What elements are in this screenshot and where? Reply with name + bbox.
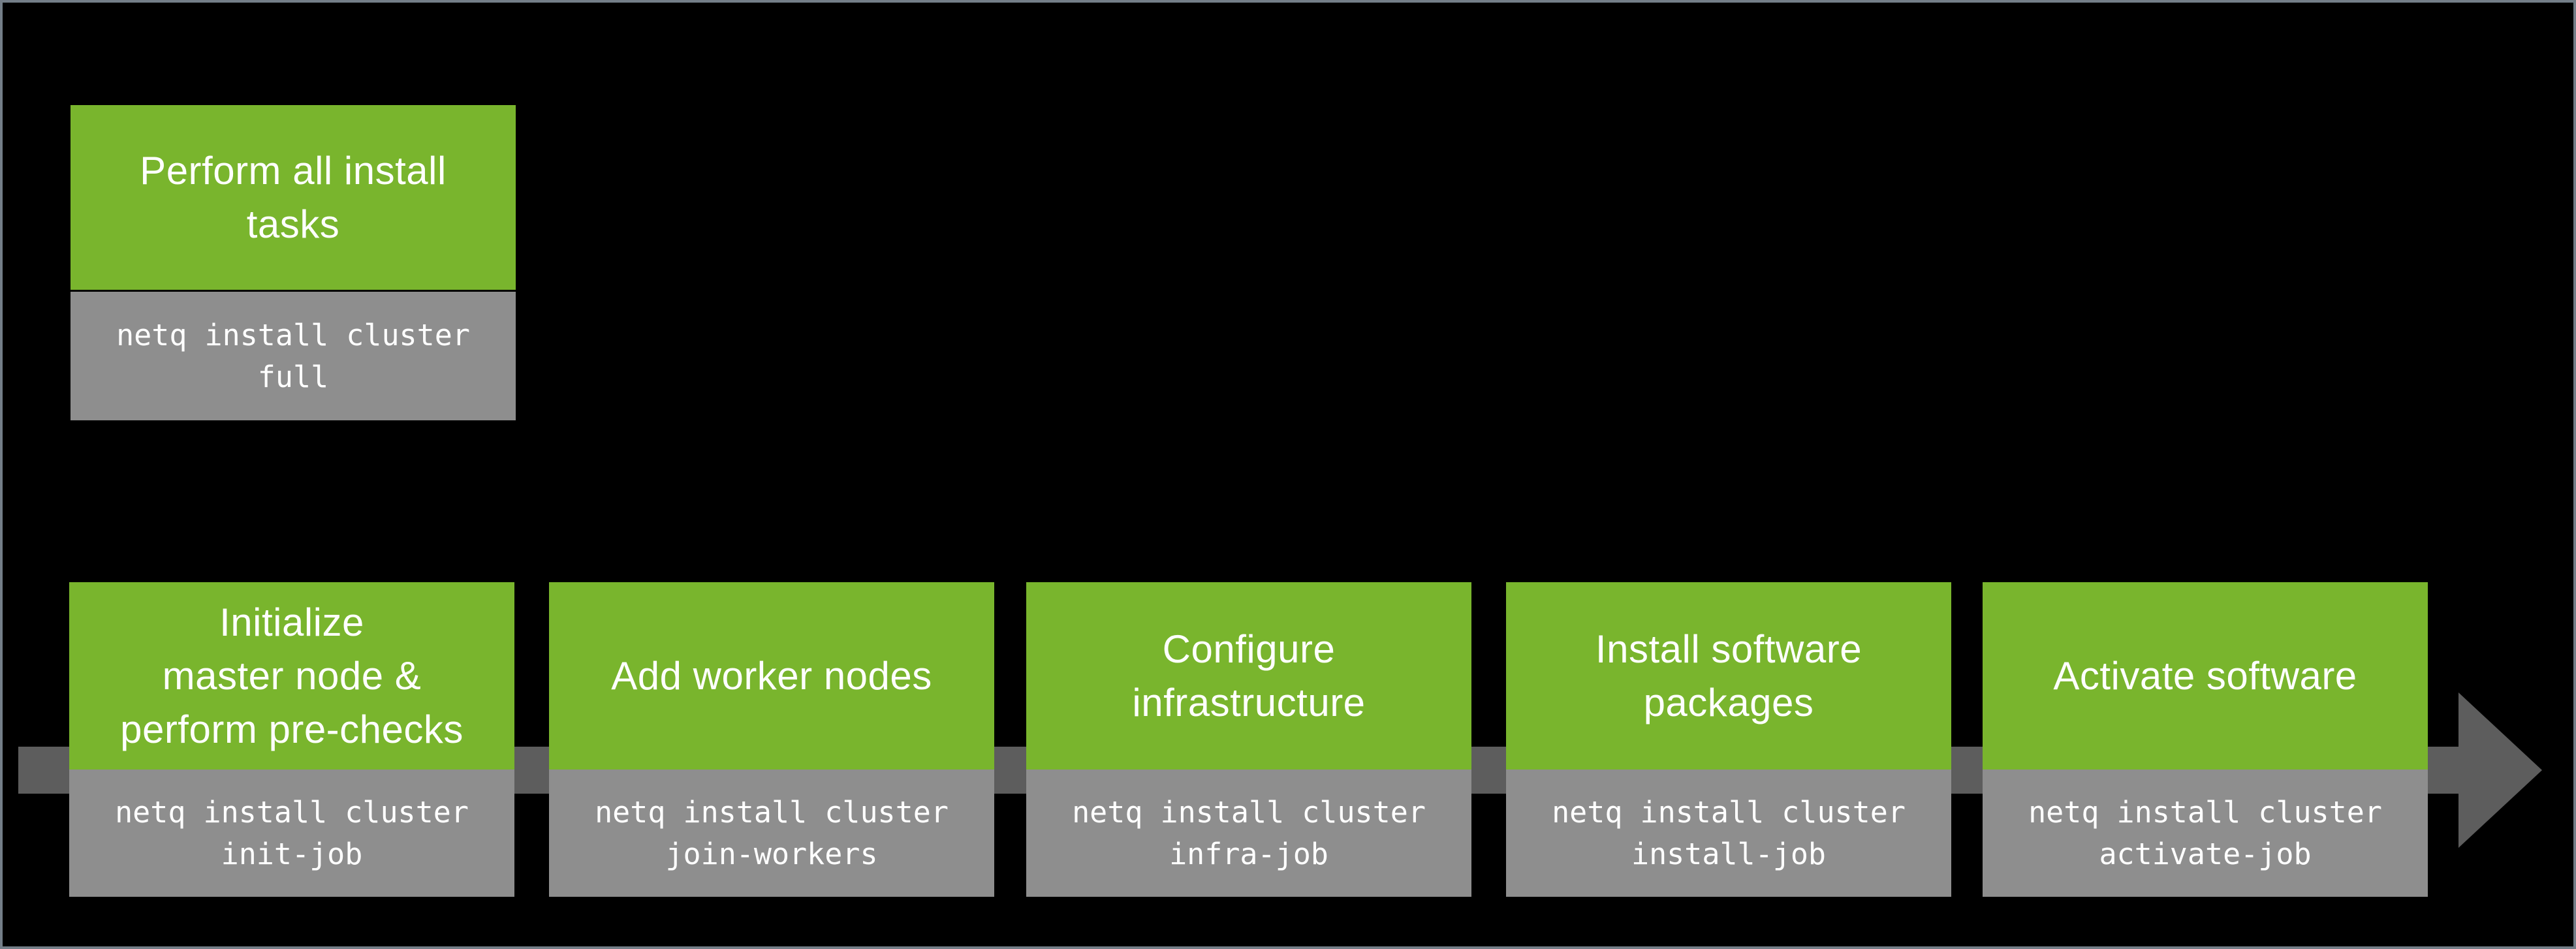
step-title: Install software packages xyxy=(1506,582,1951,770)
step-title: Add worker nodes xyxy=(549,582,994,770)
step-add-worker-nodes: Add worker nodes netq install cluster jo… xyxy=(549,582,994,897)
step-command: netq install cluster full xyxy=(71,292,516,420)
step-command: netq install cluster init-job xyxy=(69,770,514,897)
step-configure-infrastructure: Configure infrastructure netq install cl… xyxy=(1026,582,1471,897)
step-install-software-packages: Install software packages netq install c… xyxy=(1506,582,1951,897)
step-title: Perform all install tasks xyxy=(71,105,516,292)
right-arrow-icon xyxy=(2458,692,2542,848)
step-command: netq install cluster activate-job xyxy=(1983,770,2428,897)
step-title: Activate software xyxy=(1983,582,2428,770)
step-command: netq install cluster install-job xyxy=(1506,770,1951,897)
step-command: netq install cluster join-workers xyxy=(549,770,994,897)
step-title: Initialize master node & perform pre-che… xyxy=(69,582,514,770)
step-command: netq install cluster infra-job xyxy=(1026,770,1471,897)
step-full-install: Perform all install tasks netq install c… xyxy=(71,105,516,420)
step-activate-software: Activate software netq install cluster a… xyxy=(1983,582,2428,897)
step-initialize-master-node: Initialize master node & perform pre-che… xyxy=(69,582,514,897)
step-title: Configure infrastructure xyxy=(1026,582,1471,770)
